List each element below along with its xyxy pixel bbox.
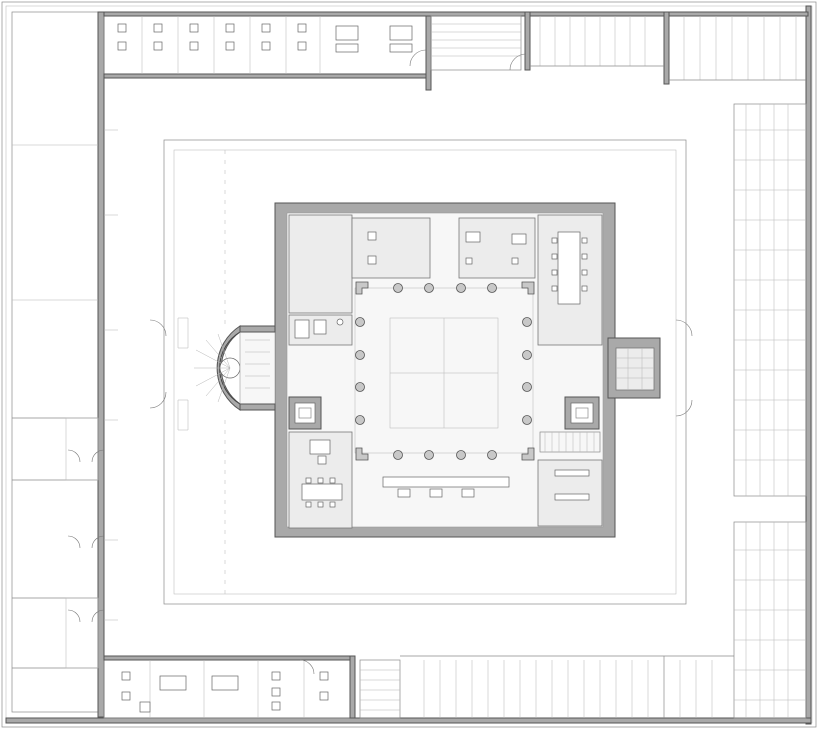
meeting-room: [301, 231, 590, 508]
restroom: [294, 318, 344, 339]
east-entrance-porch: [607, 337, 661, 399]
east-stair-terraces: [733, 103, 807, 719]
inner-courtyard-frame: [163, 139, 687, 605]
elevator-core: [288, 396, 600, 430]
north-steps: [530, 16, 806, 81]
north-office-wing: [103, 11, 809, 91]
door-swings: [67, 49, 693, 675]
colonnade-hall: [354, 287, 534, 498]
south-office-wing: [103, 655, 734, 719]
spiral-stair-tower: [194, 325, 276, 411]
west-wing: [11, 11, 118, 718]
columns: [355, 281, 535, 461]
